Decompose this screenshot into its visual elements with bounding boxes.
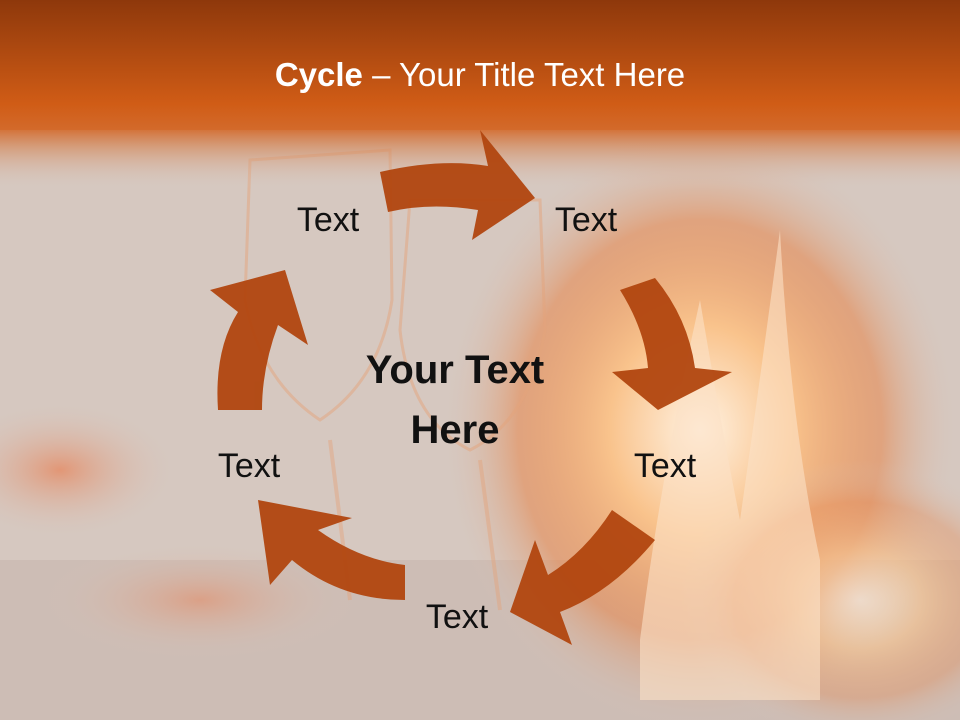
cycle-label-left: Text [217, 447, 281, 485]
cycle-arrow-icon [210, 270, 308, 410]
cycle-label-top-right: Text [554, 201, 618, 239]
slide-title: Cycle – Your Title Text Here [0, 52, 960, 98]
cycle-label-right: Text [633, 447, 697, 485]
title-bold: Cycle [274, 56, 363, 93]
cycle-arrow-icon [258, 500, 405, 600]
center-text: Your Text Here [365, 348, 545, 452]
cycle-arrow-icon [510, 510, 655, 645]
cycle-label-bottom: Text [425, 598, 489, 636]
title-rest: – Your Title Text Here [362, 56, 686, 93]
cycle-arrow-icon [380, 130, 535, 240]
cycle-label-top-left: Text [296, 201, 360, 239]
cycle-arrow-icon [612, 278, 732, 410]
